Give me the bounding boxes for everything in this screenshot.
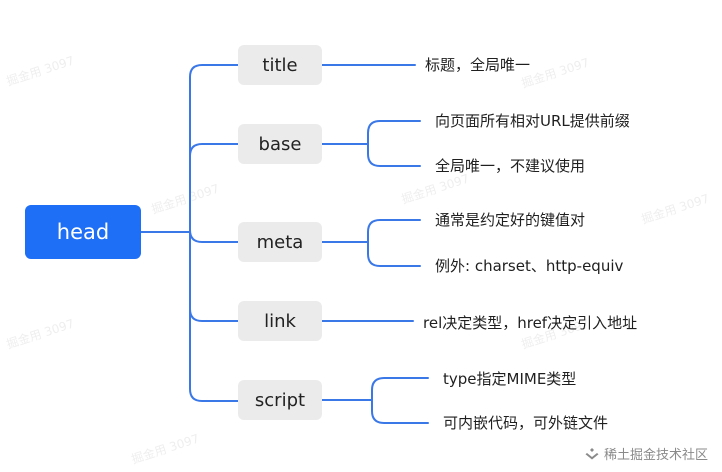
connector-link — [189, 308, 239, 322]
connector-trunk — [189, 64, 239, 402]
leaf-base-2[interactable]: 全局唯一，不建议使用 — [435, 157, 586, 175]
branch-label: script — [254, 389, 306, 411]
connector-script-leaves — [371, 377, 429, 424]
leaf-base-1[interactable]: 向页面所有相对URL提供前缀 — [435, 112, 630, 130]
branch-node-base[interactable]: base — [238, 124, 322, 164]
leaf-meta-2[interactable]: 例外: charset、http-equiv — [435, 257, 624, 275]
leaf-script-1[interactable]: type指定MIME类型 — [443, 370, 577, 388]
leaf-script-2[interactable]: 可内嵌代码，可外链文件 — [443, 414, 609, 432]
root-node-label: head — [56, 220, 110, 244]
connector-lines — [140, 64, 429, 424]
branch-node-link[interactable]: link — [238, 301, 322, 341]
leaf-meta-1[interactable]: 通常是约定好的键值对 — [435, 211, 586, 229]
footer-brand: 稀土掘金技术社区 — [584, 444, 708, 463]
branch-node-meta[interactable]: meta — [238, 222, 322, 262]
branch-label: link — [264, 310, 296, 332]
connector-base-leaves — [367, 120, 421, 167]
branch-node-title[interactable]: title — [238, 45, 322, 85]
connector-meta — [189, 229, 239, 243]
root-node-head[interactable]: head — [25, 205, 141, 259]
connector-meta-leaves — [367, 219, 421, 267]
juejin-logo-icon — [585, 447, 599, 459]
footer-text: 稀土掘金技术社区 — [603, 448, 708, 463]
branch-label: title — [262, 54, 298, 76]
connector-base — [189, 143, 239, 157]
branch-label: meta — [256, 231, 304, 253]
leaf-link-1[interactable]: rel决定类型，href决定引入地址 — [423, 314, 638, 332]
branch-node-script[interactable]: script — [238, 380, 322, 420]
leaf-title-1[interactable]: 标题，全局唯一 — [425, 56, 531, 74]
branch-label: base — [258, 133, 302, 155]
